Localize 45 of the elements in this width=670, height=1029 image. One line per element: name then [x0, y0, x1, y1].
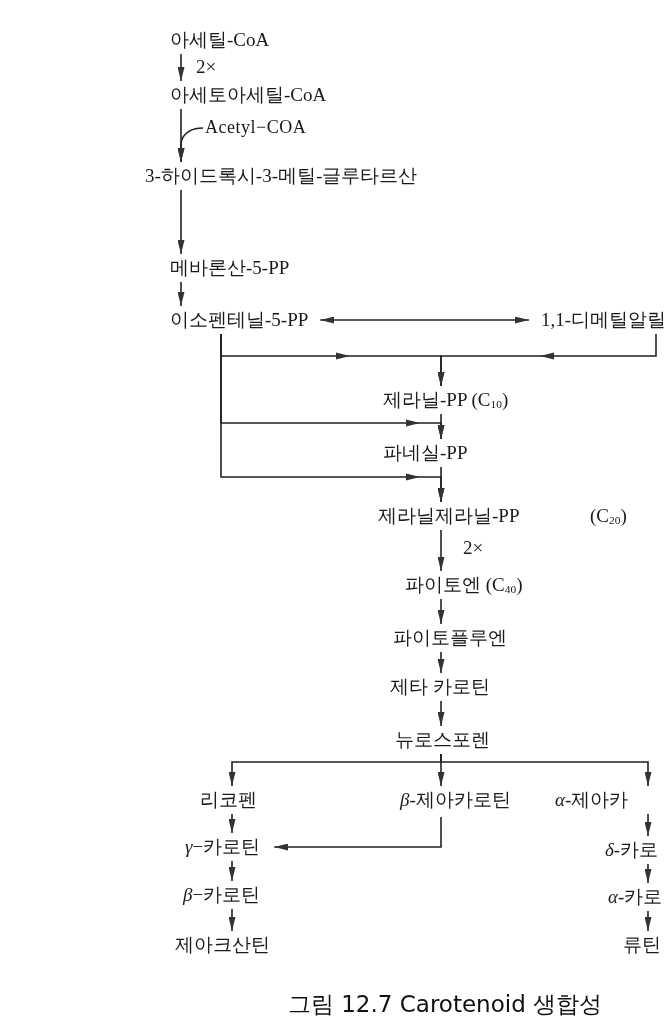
arrow — [177, 53, 185, 82]
compound-label: 리코펜 — [200, 788, 257, 812]
arrow — [177, 281, 185, 307]
compound-label: 3-하이드록시-3-메틸-글루타르산 — [145, 164, 418, 188]
compound-label: γ−카로틴 — [185, 835, 261, 859]
arrow — [644, 863, 652, 884]
compound-label: 1,1-디메틸알릴 — [540, 308, 666, 332]
compound-label: β-제아카로틴 — [400, 788, 511, 812]
double-arrow — [319, 316, 530, 324]
compound-label: 뉴로스포렌 — [395, 728, 490, 752]
compound-label: 메바론산-5-PP — [170, 256, 290, 280]
arrow — [437, 529, 445, 572]
compound-label: 제라닐제라닐-PP — [378, 504, 520, 528]
arrow — [177, 127, 204, 163]
arrow — [228, 813, 236, 834]
compound-label: 아세토아세틸-CoA — [170, 83, 327, 107]
arrow — [437, 700, 445, 727]
compound-label: 제아크산틴 — [175, 933, 270, 957]
arrow — [644, 813, 652, 837]
arrow — [228, 860, 236, 882]
compound-label: 파이토엔 (C$_{40}$) — [405, 573, 523, 597]
arrow — [437, 466, 445, 503]
arrow — [273, 816, 442, 851]
arrow — [440, 753, 652, 787]
arrow — [437, 333, 657, 387]
compound-label: 제라닐-PP (C$_{10}$) — [383, 388, 509, 412]
compound-label: 류틴 — [623, 933, 661, 957]
arrow — [437, 413, 445, 440]
figure-caption: 그림 12.7 Carotenoid 생합성 — [287, 990, 603, 1018]
arrow — [644, 910, 652, 932]
arrow — [437, 598, 445, 625]
compound-label: 이소펜테닐-5-PP — [170, 308, 309, 332]
compound-label: 파네실-PP — [383, 441, 468, 465]
compound-label: δ-카로 — [605, 838, 659, 862]
compound-label: α-카로 — [608, 885, 663, 909]
compound-label: α-제아카 — [555, 788, 629, 812]
compound-label: 파이토플루엔 — [393, 626, 507, 650]
arrow — [228, 908, 236, 932]
compound-label: β−카로틴 — [183, 883, 261, 907]
compound-label: Acetyl−COA — [205, 115, 307, 139]
compound-label: 제타 카로틴 — [390, 675, 490, 699]
compound-label: 아세틸-CoA — [170, 28, 270, 52]
arrow — [437, 651, 445, 674]
annotation: (C$_{20}$) — [590, 504, 627, 528]
arrow — [177, 189, 185, 255]
